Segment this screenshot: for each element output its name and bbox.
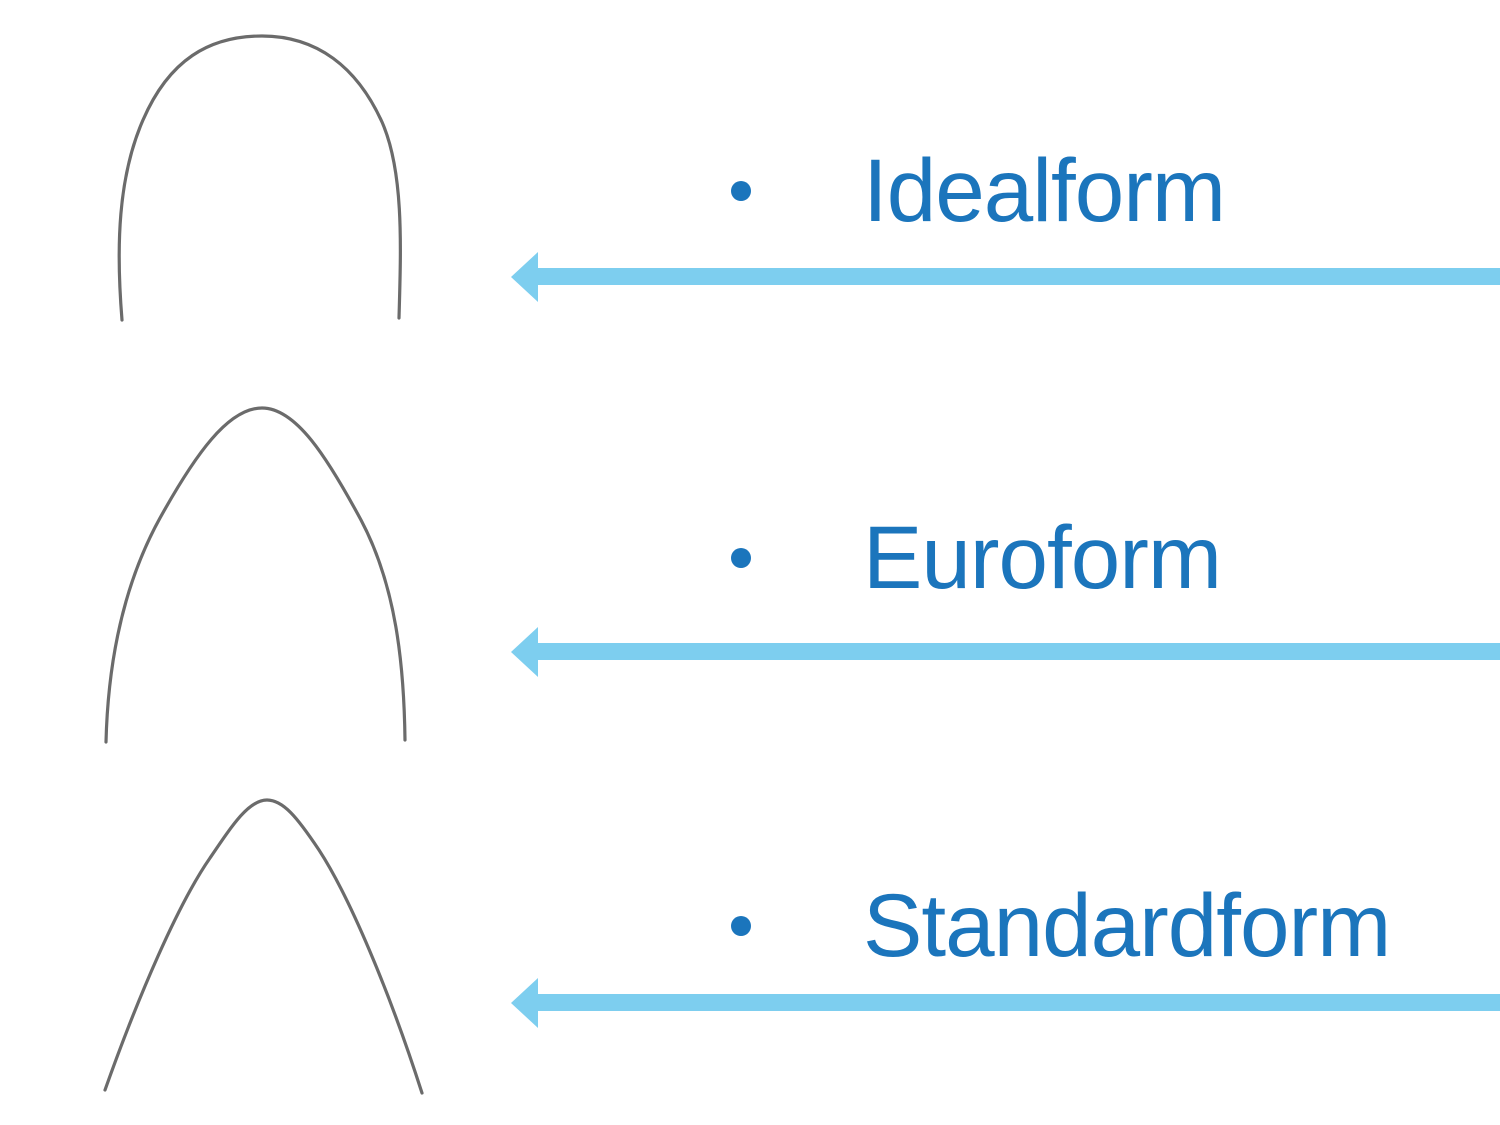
left-arrow-icon <box>511 627 1500 677</box>
bullet-dot-icon <box>731 915 751 936</box>
euroform-label: Euroform <box>863 507 1222 607</box>
arrow-shaft <box>537 994 1500 1011</box>
bullet-dot-icon <box>731 547 751 568</box>
list-item-idealform: Idealform <box>731 140 1226 240</box>
list-item-euroform: Euroform <box>731 507 1222 607</box>
bullet-dot-icon <box>731 180 751 201</box>
standardform-archwire-image <box>103 798 424 1095</box>
list-item-standardform: Standardform <box>731 875 1391 975</box>
euroform-archwire-image <box>104 406 407 744</box>
left-arrow-icon <box>511 978 1500 1028</box>
arrow-head <box>511 627 538 677</box>
left-arrow-icon <box>511 252 1500 302</box>
arrow-shaft <box>537 643 1500 660</box>
idealform-label: Idealform <box>863 140 1226 240</box>
arrow-head <box>511 252 538 302</box>
arrow-shaft <box>537 268 1500 285</box>
standardform-label: Standardform <box>863 875 1391 975</box>
idealform-archwire-image <box>117 34 402 322</box>
arrow-head <box>511 978 538 1028</box>
